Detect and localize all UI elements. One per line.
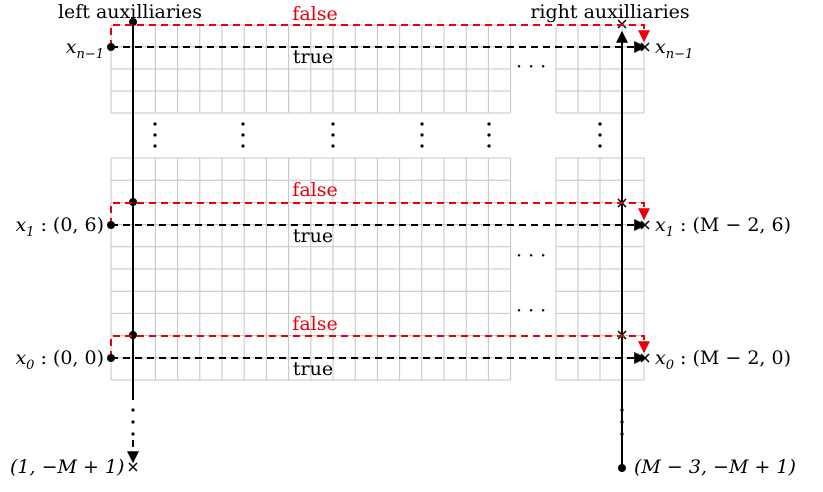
right-row-label: xn−1 [655, 36, 693, 62]
false-label: false [292, 3, 337, 25]
false-path-x0 [110, 335, 650, 358]
right-bottom-label: (M − 3, −M + 1) [634, 456, 796, 478]
vertical-ellipsis-left-line [131, 408, 135, 436]
true-label: true [293, 358, 333, 380]
vertical-ellipsis [153, 122, 157, 148]
grid-top-left [110, 24, 512, 114]
left-row-label: x1 : (0, 6) [15, 214, 104, 240]
vertical-ellipsis [420, 122, 424, 148]
false-label: false [292, 313, 337, 335]
false-path-x1 [110, 202, 650, 225]
horizontal-ellipsis: · · · [516, 245, 546, 267]
end-cross-xn-1 [640, 42, 650, 52]
row-x0: false true x0 : (0, 0) x0 : (M − 2, 0) [15, 313, 791, 380]
left-aux-header: left auxilliaries [58, 1, 202, 23]
end-cross-x0 [640, 353, 650, 363]
right-aux-header: right auxilliaries [530, 1, 689, 23]
end-cross-x1 [640, 220, 650, 230]
vertical-ellipsis [241, 122, 245, 148]
grid-bottom-right [555, 157, 645, 381]
grid-top-right [555, 24, 645, 114]
left-row-label: xn−1 [66, 36, 104, 62]
right-aux-bottom-dot [618, 464, 626, 472]
vertical-ellipsis [598, 122, 602, 148]
horizontal-ellipsis: · · · [516, 300, 546, 322]
vertical-ellipsis [487, 122, 491, 148]
start-dot-x0 [107, 354, 115, 362]
horizontal-ellipsis: · · · [516, 56, 546, 78]
left-bottom-cross [128, 462, 138, 472]
left-bottom-label: (1, −M + 1) [10, 456, 124, 478]
false-label: false [292, 179, 337, 201]
true-label: true [293, 225, 333, 247]
start-dot-xn-1 [107, 43, 115, 51]
row-xn-1: false true xn−1 xn−1 [66, 3, 694, 68]
right-row-label: x0 : (M − 2, 0) [655, 347, 791, 373]
row-x1: false true x1 : (0, 6) x1 : (M − 2, 6) [15, 179, 791, 247]
start-dot-x1 [107, 221, 115, 229]
vertical-ellipsis [331, 122, 335, 148]
false-path-xn-1 [110, 24, 650, 47]
right-row-label: x1 : (M − 2, 6) [655, 214, 791, 240]
true-label: true [293, 46, 333, 68]
left-row-label: x0 : (0, 0) [15, 347, 104, 373]
